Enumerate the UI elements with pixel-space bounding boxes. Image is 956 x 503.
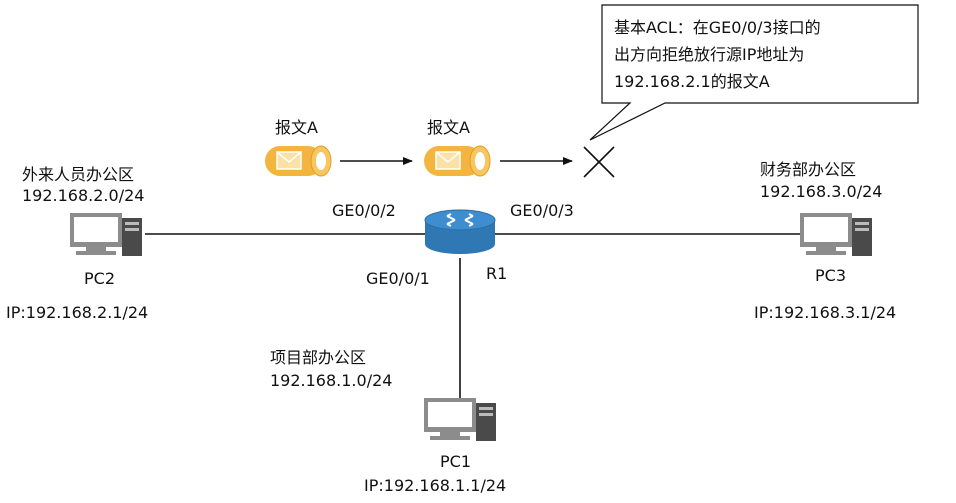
packet-icon xyxy=(424,145,491,177)
callout-line-3: 192.168.2.1的报文A xyxy=(614,72,770,91)
packet-2-label: 报文A xyxy=(427,118,470,137)
pc2-zone: 外来人员办公区 xyxy=(22,165,134,184)
pc-icon xyxy=(800,213,872,256)
pc3-name: PC3 xyxy=(815,266,846,285)
x-mark-icon xyxy=(583,146,615,178)
pc2-name: PC2 xyxy=(84,269,115,288)
pc1-zone: 项目部办公区 xyxy=(270,348,366,367)
pc1-subnet: 192.168.1.0/24 xyxy=(270,371,392,390)
router-icon xyxy=(424,209,496,254)
packet-icon xyxy=(265,145,332,177)
port-ge0-0-1: GE0/0/1 xyxy=(366,269,430,288)
router-name: R1 xyxy=(486,264,507,283)
pc-icon xyxy=(424,398,496,441)
pc-icon xyxy=(70,213,142,256)
port-ge0-0-3: GE0/0/3 xyxy=(510,201,574,220)
packet-1-label: 报文A xyxy=(275,118,318,137)
pc1-name: PC1 xyxy=(440,452,471,471)
pc2-ip: IP:192.168.2.1/24 xyxy=(6,303,148,322)
host-pc1[interactable]: 项目部办公区 192.168.1.0/24 PC1 IP:192.168.1.1… xyxy=(270,348,506,495)
callout-line-2: 出方向拒绝放行源IP地址为 xyxy=(614,45,804,64)
pc2-subnet: 192.168.2.0/24 xyxy=(22,186,144,205)
router-r1[interactable]: R1 xyxy=(424,209,507,283)
pc1-ip: IP:192.168.1.1/24 xyxy=(364,476,506,495)
host-pc2[interactable]: 外来人员办公区 192.168.2.0/24 PC2 IP:192.168.2.… xyxy=(6,165,148,322)
pc3-subnet: 192.168.3.0/24 xyxy=(760,182,882,201)
acl-callout: 基本ACL：在GE0/0/3接口的 出方向拒绝放行源IP地址为 192.168.… xyxy=(589,4,919,141)
callout-line-1: 基本ACL：在GE0/0/3接口的 xyxy=(614,18,821,37)
port-ge0-0-2: GE0/0/2 xyxy=(332,201,396,220)
pc3-zone: 财务部办公区 xyxy=(760,160,856,179)
pc3-ip: IP:192.168.3.1/24 xyxy=(754,303,896,322)
host-pc3[interactable]: 财务部办公区 192.168.3.0/24 PC3 IP:192.168.3.1… xyxy=(754,160,896,322)
packet-2: 报文A xyxy=(424,118,491,177)
packet-1: 报文A xyxy=(265,118,332,177)
